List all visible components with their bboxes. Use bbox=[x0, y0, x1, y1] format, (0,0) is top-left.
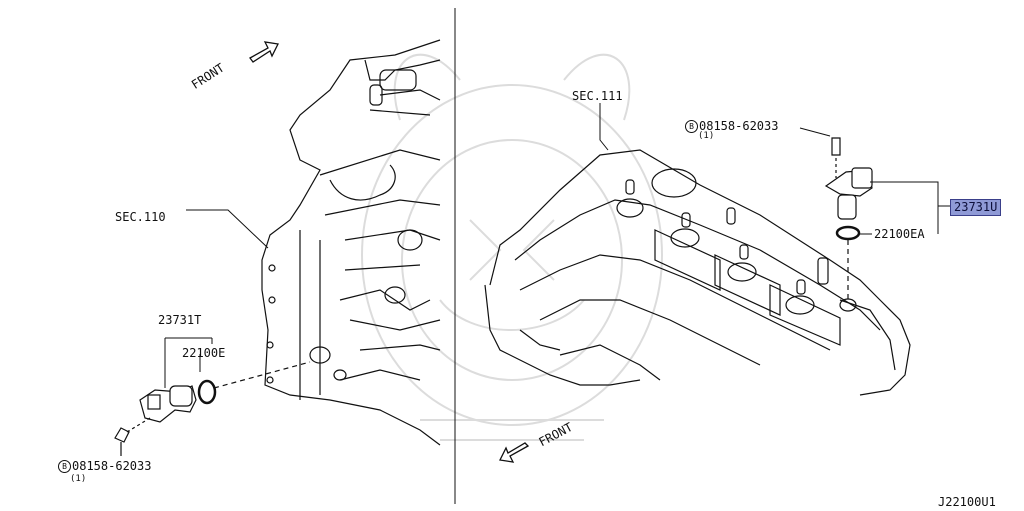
right-section-ref: SEC.111 bbox=[572, 89, 623, 103]
left-oring-part-number: 22100E bbox=[182, 346, 226, 360]
bolt-prefix-circle: B bbox=[685, 120, 698, 133]
bolt-prefix-circle: B bbox=[58, 460, 71, 473]
left-front-arrow bbox=[249, 41, 279, 63]
left-sensor-assembly bbox=[114, 361, 311, 456]
left-bolt-quantity: (1) bbox=[70, 474, 87, 484]
left-engine-block bbox=[261, 39, 441, 446]
right-engine-head bbox=[484, 149, 911, 396]
right-bolt-code: 08158-62033 bbox=[699, 119, 779, 133]
watermark-emblem bbox=[361, 53, 663, 441]
left-sensor-part-number: 23731T bbox=[158, 313, 202, 327]
left-section-ref: SEC.110 bbox=[115, 210, 166, 224]
left-leaders bbox=[164, 209, 269, 388]
right-sensor-part-number[interactable]: 23731U bbox=[950, 199, 1002, 216]
left-bolt-part-number: B 08158-62033 bbox=[58, 459, 151, 473]
right-bolt-part-number: B 08158-62033 bbox=[685, 119, 778, 133]
right-front-arrow bbox=[499, 442, 530, 463]
left-bolt-code: 08158-62033 bbox=[72, 459, 152, 473]
right-bolt-quantity: (1) bbox=[698, 131, 715, 141]
right-sensor-assembly bbox=[824, 137, 873, 300]
diagram-code: J22100U1 bbox=[938, 495, 996, 509]
right-oring-part-number: 22100EA bbox=[874, 227, 925, 241]
right-leaders bbox=[599, 103, 950, 235]
